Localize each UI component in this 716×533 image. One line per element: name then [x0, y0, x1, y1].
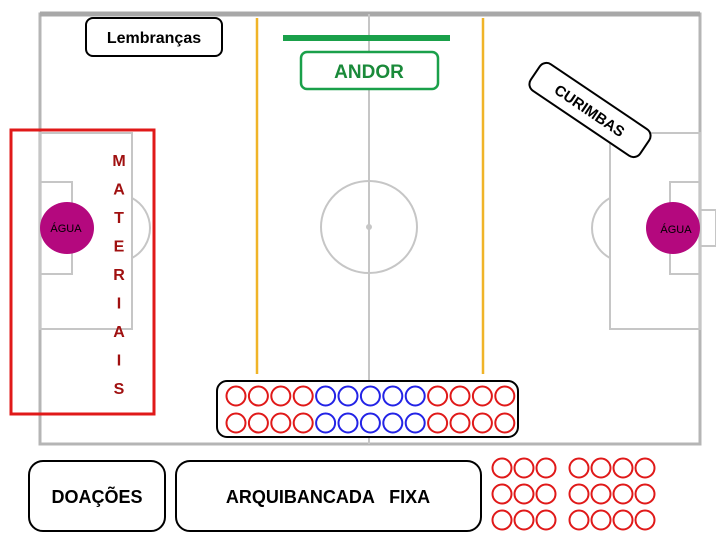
materiais-letter: I — [117, 353, 121, 370]
seat — [337, 412, 359, 434]
seat — [427, 385, 449, 407]
seat — [315, 385, 337, 407]
seat-rows — [225, 385, 516, 434]
left-penalty-arc — [131, 197, 151, 259]
doacoes-box — [28, 460, 166, 532]
seat — [404, 412, 426, 434]
arquibancada-label: ARQUIBANCADA FIXA — [226, 487, 430, 507]
agua-left-circle — [40, 202, 94, 254]
seat — [513, 457, 535, 479]
seat — [513, 483, 535, 505]
seat — [634, 509, 656, 531]
materiais-letter: E — [114, 239, 125, 256]
right-goal — [699, 209, 716, 247]
seat — [359, 412, 381, 434]
seat — [225, 412, 247, 434]
seat — [471, 412, 493, 434]
seat — [404, 385, 426, 407]
seat — [590, 509, 612, 531]
lembrancas-box — [85, 17, 223, 57]
materiais-letter: S — [114, 381, 125, 398]
seat — [568, 509, 590, 531]
seat — [494, 412, 516, 434]
materiais-area — [9, 128, 156, 416]
seat — [634, 483, 656, 505]
seat — [427, 412, 449, 434]
seat — [612, 509, 634, 531]
seat — [491, 457, 513, 479]
seat — [270, 385, 292, 407]
center-spot — [366, 224, 372, 230]
agua-right-circle — [646, 202, 700, 254]
materiais-letter: A — [113, 182, 125, 199]
materiais-letter: R — [113, 267, 125, 284]
seat — [449, 412, 471, 434]
seat — [612, 483, 634, 505]
seat — [535, 457, 557, 479]
seat — [337, 385, 359, 407]
seat — [513, 509, 535, 531]
seat — [247, 412, 269, 434]
materiais-letter: M — [112, 153, 125, 170]
seat — [292, 412, 314, 434]
right-seat-groups — [491, 457, 656, 531]
seat — [535, 509, 557, 531]
arquibancada-box — [175, 460, 482, 532]
lembrancas-label: Lembranças — [107, 30, 201, 47]
seat — [471, 385, 493, 407]
seat — [270, 412, 292, 434]
seat — [449, 385, 471, 407]
seat — [634, 457, 656, 479]
curimbas-group: CURIMBAS — [528, 61, 652, 159]
seat — [568, 457, 590, 479]
seat — [491, 483, 513, 505]
agua-right-label: ÁGUA — [660, 223, 692, 236]
seat — [225, 385, 247, 407]
andor-box — [299, 50, 440, 91]
soccer-field — [38, 11, 716, 446]
seat — [491, 509, 513, 531]
materiais-letter: T — [114, 210, 124, 227]
andor-label: ANDOR — [334, 62, 404, 83]
doacoes-label: DOAÇÕES — [51, 486, 142, 507]
seat — [382, 412, 404, 434]
seat — [315, 412, 337, 434]
seat — [590, 457, 612, 479]
seat — [535, 483, 557, 505]
seat — [590, 483, 612, 505]
seat — [247, 385, 269, 407]
center-circle — [320, 180, 418, 274]
seat — [568, 483, 590, 505]
materiais-letter: I — [117, 296, 121, 313]
materiais-letter: A — [113, 324, 125, 341]
seat — [359, 385, 381, 407]
seat — [382, 385, 404, 407]
seat — [494, 385, 516, 407]
seat — [612, 457, 634, 479]
seat — [292, 385, 314, 407]
right-penalty-arc — [591, 197, 611, 259]
seats-box — [216, 380, 519, 438]
curimbas-box — [528, 61, 652, 159]
agua-left-label: ÁGUA — [50, 222, 82, 235]
